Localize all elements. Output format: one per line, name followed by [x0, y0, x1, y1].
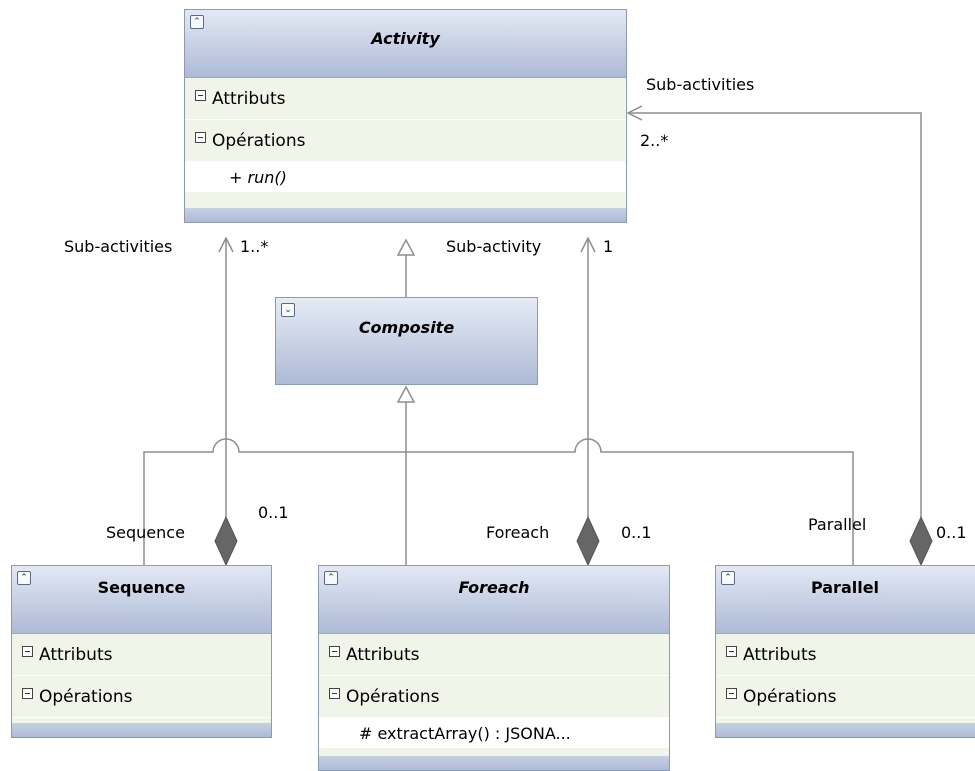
foreach-attributes-label: Attributs [346, 644, 420, 665]
sequence-composition-diamond [214, 515, 238, 567]
foreach-header[interactable]: ⌃ Foreach [319, 566, 669, 634]
parallel-role-label: Parallel [808, 515, 867, 534]
collapse-icon[interactable]: ⌃ [17, 571, 31, 585]
sequence-association-role-label: Sub-activities [64, 237, 173, 256]
parallel-footer [716, 723, 975, 737]
compartment-toggle-icon[interactable] [726, 646, 737, 657]
sequence-operations-label: Opérations [39, 686, 133, 707]
sequence-attributes-compartment[interactable]: Attributs [12, 634, 271, 676]
compartment-toggle-icon[interactable] [195, 132, 206, 143]
generalization-bus [143, 438, 854, 565]
foreach-operations-label: Opérations [346, 686, 440, 707]
composite-title: Composite [358, 318, 455, 337]
compartment-toggle-icon[interactable] [329, 646, 340, 657]
compartment-toggle-icon[interactable] [22, 688, 33, 699]
activity-operations-compartment[interactable]: Opérations [185, 120, 626, 162]
activity-footer [185, 208, 626, 222]
activity-run-operation[interactable]: + run() [185, 162, 626, 192]
foreach-extractarray-operation[interactable]: # extractArray() : JSONA... [319, 718, 669, 748]
activity-attributes-compartment[interactable]: Attributs [185, 78, 626, 120]
parallel-composition-diamond [909, 515, 933, 567]
foreach-association-multiplicity-top: 1 [603, 237, 614, 256]
parallel-class[interactable]: ⌃ Parallel Attributs Opérations [715, 565, 975, 738]
foreach-footer [319, 756, 669, 770]
sequence-arrowhead [218, 236, 234, 253]
sequence-multiplicity-bottom: 0..1 [258, 503, 289, 522]
parallel-title: Parallel [810, 578, 880, 597]
parallel-activity-association [628, 112, 922, 517]
foreach-operations-compartment[interactable]: Opérations [319, 676, 669, 718]
compartment-toggle-icon[interactable] [195, 90, 206, 101]
sequence-operations-compartment[interactable]: Opérations [12, 676, 271, 718]
parallel-attributes-compartment[interactable]: Attributs [716, 634, 975, 676]
parallel-operations-compartment[interactable]: Opérations [716, 676, 975, 718]
activity-class[interactable]: ⌃ Activity Attributs Opérations + run() [184, 9, 627, 223]
collapse-icon[interactable]: ⌃ [721, 571, 735, 585]
collapse-icon[interactable]: ⌃ [324, 571, 338, 585]
composite-generalization-triangle [396, 238, 416, 256]
parallel-attributes-label: Attributs [743, 644, 817, 665]
foreach-arrowhead [580, 236, 596, 253]
parallel-operations-label: Opérations [743, 686, 837, 707]
foreach-role-label: Foreach [486, 523, 550, 542]
sequence-footer [12, 723, 271, 737]
parallel-association-multiplicity-top: 2..* [640, 131, 669, 150]
compartment-toggle-icon[interactable] [726, 688, 737, 699]
foreach-title: Foreach [458, 578, 530, 597]
sequence-role-label: Sequence [106, 523, 185, 542]
collapse-icon[interactable]: ⌃ [190, 15, 204, 29]
foreach-attributes-compartment[interactable]: Attributs [319, 634, 669, 676]
composite-class[interactable]: ⌄ Composite [275, 297, 538, 385]
sequence-association-multiplicity-top: 1..* [240, 237, 269, 256]
sequence-title: Sequence [97, 578, 186, 597]
expand-icon[interactable]: ⌄ [281, 303, 295, 317]
sequence-attributes-label: Attributs [39, 644, 113, 665]
parallel-header[interactable]: ⌃ Parallel [716, 566, 975, 634]
compartment-toggle-icon[interactable] [329, 688, 340, 699]
parallel-arrowhead [626, 105, 643, 121]
activity-operations-label: Opérations [212, 130, 306, 151]
foreach-association-role-label: Sub-activity [446, 237, 542, 256]
foreach-class[interactable]: ⌃ Foreach Attributs Opérations # extract… [318, 565, 670, 771]
activity-title: Activity [371, 29, 440, 48]
bus-generalization-triangle [396, 385, 416, 403]
compartment-toggle-icon[interactable] [22, 646, 33, 657]
activity-header[interactable]: ⌃ Activity [185, 10, 626, 78]
sequence-header[interactable]: ⌃ Sequence [12, 566, 271, 634]
foreach-multiplicity-bottom: 0..1 [621, 523, 652, 542]
foreach-composition-diamond [576, 515, 600, 567]
activity-attributes-label: Attributs [212, 88, 286, 109]
sequence-class[interactable]: ⌃ Sequence Attributs Opérations [11, 565, 272, 738]
parallel-association-role-label: Sub-activities [646, 75, 755, 94]
parallel-multiplicity-bottom: 0..1 [936, 523, 967, 542]
